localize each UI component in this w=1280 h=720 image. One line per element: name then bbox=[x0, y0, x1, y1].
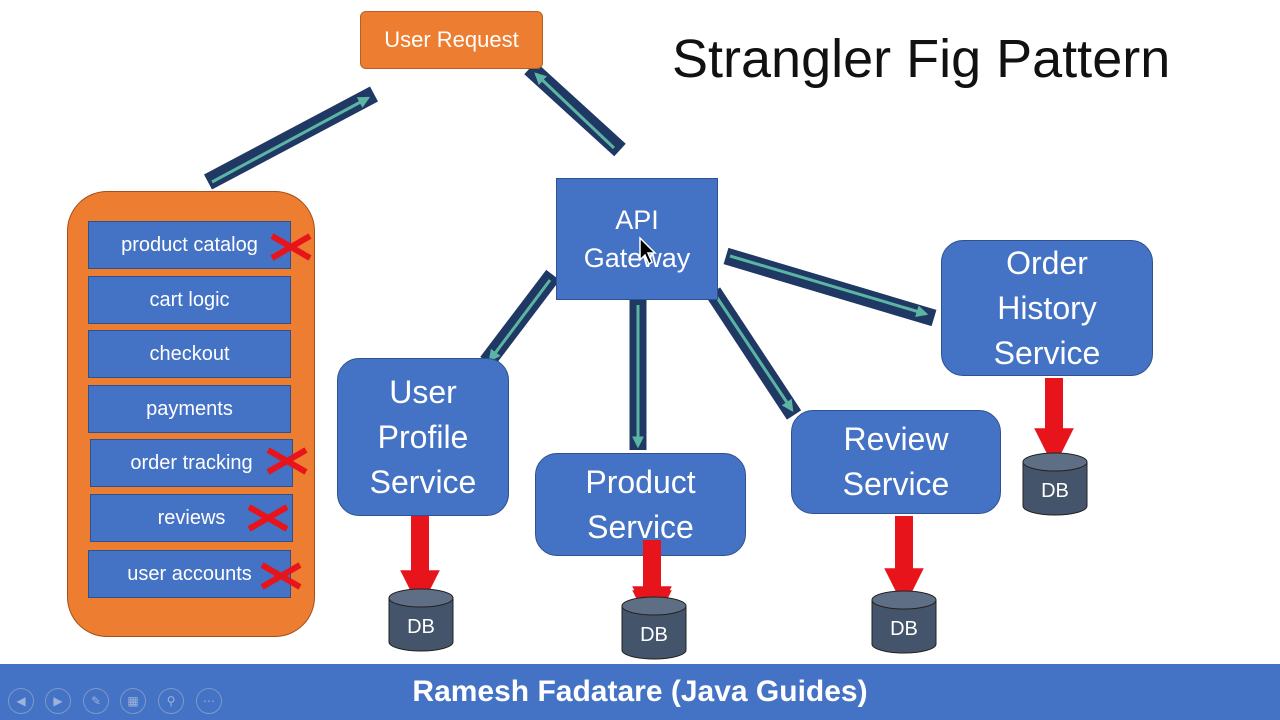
product-service-box: Product Service bbox=[535, 453, 746, 556]
monolith-item-payments: payments bbox=[88, 385, 291, 433]
slide-title: Strangler Fig Pattern bbox=[672, 29, 1171, 89]
db-label: DB bbox=[640, 624, 668, 646]
user-profile-service-box: User Profile Service bbox=[337, 358, 509, 516]
monolith-item-product-catalog: product catalog bbox=[88, 221, 291, 269]
monolith-container: product catalog cart logic checkout paym… bbox=[67, 191, 315, 637]
pen-icon[interactable]: ✎ bbox=[83, 688, 109, 714]
api-gateway-box: API Gateway bbox=[556, 178, 718, 300]
arrow-gateway-to-order-history bbox=[723, 247, 937, 327]
arrow-gateway-to-user-request bbox=[524, 61, 626, 157]
service-label-line: Profile bbox=[377, 418, 469, 455]
footer-banner: Ramesh Fadatare (Java Guides) bbox=[0, 664, 1280, 720]
service-label-line: User bbox=[389, 373, 457, 410]
slides-grid-icon[interactable]: ▦ bbox=[120, 688, 146, 714]
removed-x-icon bbox=[266, 447, 308, 475]
monolith-item-reviews: reviews bbox=[90, 494, 293, 542]
service-label-line: Order bbox=[1006, 244, 1088, 281]
db-label: DB bbox=[407, 616, 435, 638]
mouse-pointer-icon bbox=[639, 236, 657, 266]
arrow-gateway-to-review bbox=[705, 287, 802, 420]
service-label-line: Product bbox=[585, 463, 696, 500]
removed-x-icon bbox=[270, 233, 312, 261]
order-history-service-box: Order History Service bbox=[941, 240, 1153, 376]
service-label-line: Review bbox=[843, 421, 949, 457]
removed-x-icon bbox=[260, 562, 302, 590]
arrow-monolith-to-user-request bbox=[204, 86, 378, 190]
service-label-line: Service bbox=[842, 466, 950, 502]
db-label: DB bbox=[890, 618, 918, 640]
next-icon[interactable]: ▶ bbox=[45, 688, 71, 714]
service-label-line: Service bbox=[993, 334, 1101, 371]
service-label-line: Service bbox=[369, 463, 477, 500]
product-db-cylinder: DB bbox=[621, 596, 687, 660]
monolith-item-order-tracking: order tracking bbox=[90, 439, 293, 487]
review-service-box: Review Service bbox=[791, 410, 1001, 514]
removed-x-icon bbox=[247, 504, 289, 532]
db-label: DB bbox=[1041, 480, 1069, 502]
monolith-item-checkout: checkout bbox=[88, 330, 291, 378]
api-gateway-line2: Gateway bbox=[583, 243, 691, 273]
zoom-icon[interactable]: ⚲ bbox=[158, 688, 184, 714]
service-label-line: Service bbox=[587, 508, 694, 545]
more-icon[interactable]: ⋯ bbox=[196, 688, 222, 714]
user-request-box: User Request bbox=[360, 11, 543, 69]
arrow-gateway-to-user-profile bbox=[480, 269, 560, 368]
monolith-item-cart-logic: cart logic bbox=[88, 276, 291, 324]
service-label-line: History bbox=[997, 289, 1097, 326]
api-gateway-line1: API bbox=[615, 205, 659, 235]
monolith-item-user-accounts: user accounts bbox=[88, 550, 291, 598]
previous-icon[interactable]: ◀ bbox=[8, 688, 34, 714]
footer-author-text: Ramesh Fadatare (Java Guides) bbox=[412, 675, 868, 708]
